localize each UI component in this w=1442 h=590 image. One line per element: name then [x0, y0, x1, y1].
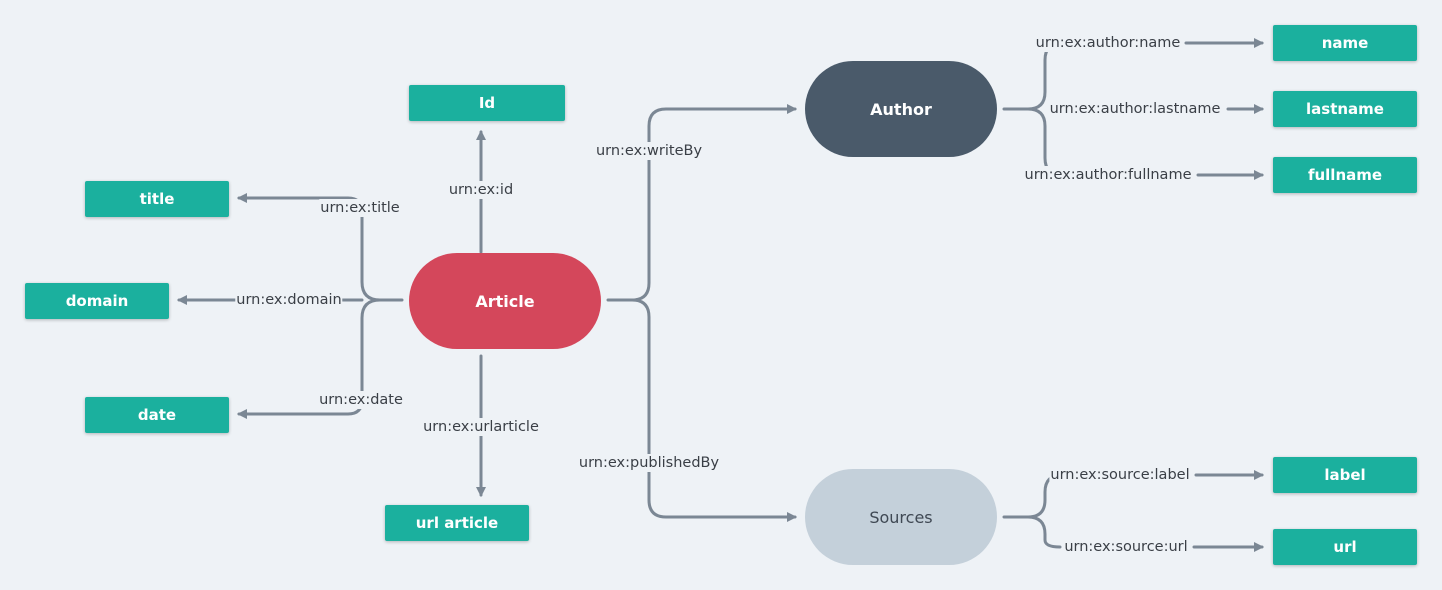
node-article[interactable]: Article: [409, 253, 601, 349]
left-brace: [237, 193, 404, 302]
node-author[interactable]: Author: [805, 61, 997, 157]
node-fullname[interactable]: fullname: [1273, 157, 1417, 193]
edge-label-date: urn:ex:date: [318, 391, 404, 409]
right-brace-writeBy: [606, 104, 797, 302]
node-id[interactable]: Id: [409, 85, 565, 121]
edge-label-title: urn:ex:title: [319, 199, 401, 217]
node-sources[interactable]: Sources: [805, 469, 997, 565]
edge-label-id: urn:ex:id: [447, 181, 515, 199]
right-brace-publishedBy: [630, 298, 797, 522]
edge-label-author-fullname: urn:ex:author:fullname: [1023, 166, 1193, 184]
node-label[interactable]: label: [1273, 457, 1417, 493]
edge-label-source-label: urn:ex:source:label: [1049, 466, 1191, 484]
node-name[interactable]: name: [1273, 25, 1417, 61]
edge-label-writeBy: urn:ex:writeBy: [594, 142, 704, 160]
node-title[interactable]: title: [85, 181, 229, 217]
edge-label-urlarticle: urn:ex:urlarticle: [422, 418, 540, 436]
node-domain[interactable]: domain: [25, 283, 169, 319]
edge-label-publishedBy: urn:ex:publishedBy: [577, 454, 721, 472]
edge-label-author-name: urn:ex:author:name: [1034, 34, 1182, 52]
node-date[interactable]: date: [85, 397, 229, 433]
edge-label-source-url: urn:ex:source:url: [1063, 538, 1189, 556]
edge-label-author-lastname: urn:ex:author:lastname: [1048, 100, 1222, 118]
sources-brace-bottom: [1026, 515, 1062, 549]
node-url[interactable]: url: [1273, 529, 1417, 565]
node-url-article[interactable]: url article: [385, 505, 529, 541]
edge-label-domain: urn:ex:domain: [235, 291, 343, 309]
node-lastname[interactable]: lastname: [1273, 91, 1417, 127]
